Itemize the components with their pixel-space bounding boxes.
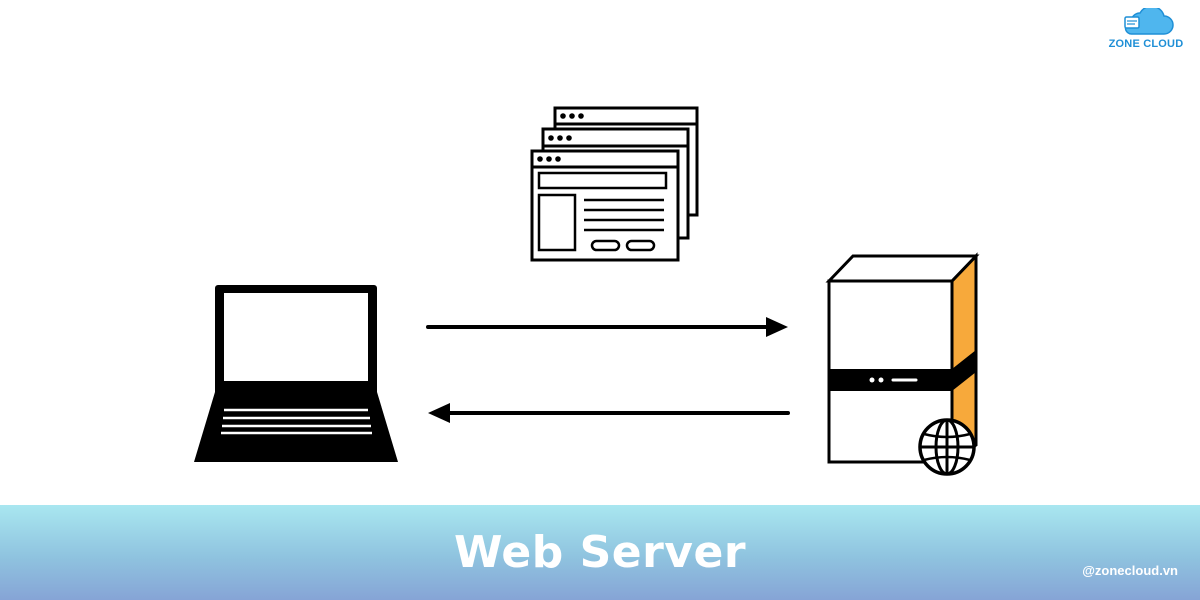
page-title: Web Server	[453, 527, 747, 578]
browser-window-front	[530, 149, 680, 262]
request-arrow	[426, 317, 788, 337]
footer-banner: Web Server @zonecloud.vn	[0, 505, 1200, 600]
globe-icon	[918, 418, 976, 476]
diagram-canvas: ZONE CLOUD	[194, 8, 1186, 476]
server-icon	[825, 252, 980, 476]
cloud-icon	[1124, 8, 1174, 35]
logo-text: ZONE CLOUD	[1108, 38, 1184, 50]
social-handle-link[interactable]: @zonecloud.vn	[1082, 563, 1178, 578]
laptop-icon	[194, 285, 398, 462]
brand-logo[interactable]: ZONE CLOUD	[1106, 8, 1186, 56]
browser-windows-icon	[530, 106, 699, 262]
response-arrow	[428, 403, 790, 423]
web-server-diagram	[194, 106, 980, 476]
